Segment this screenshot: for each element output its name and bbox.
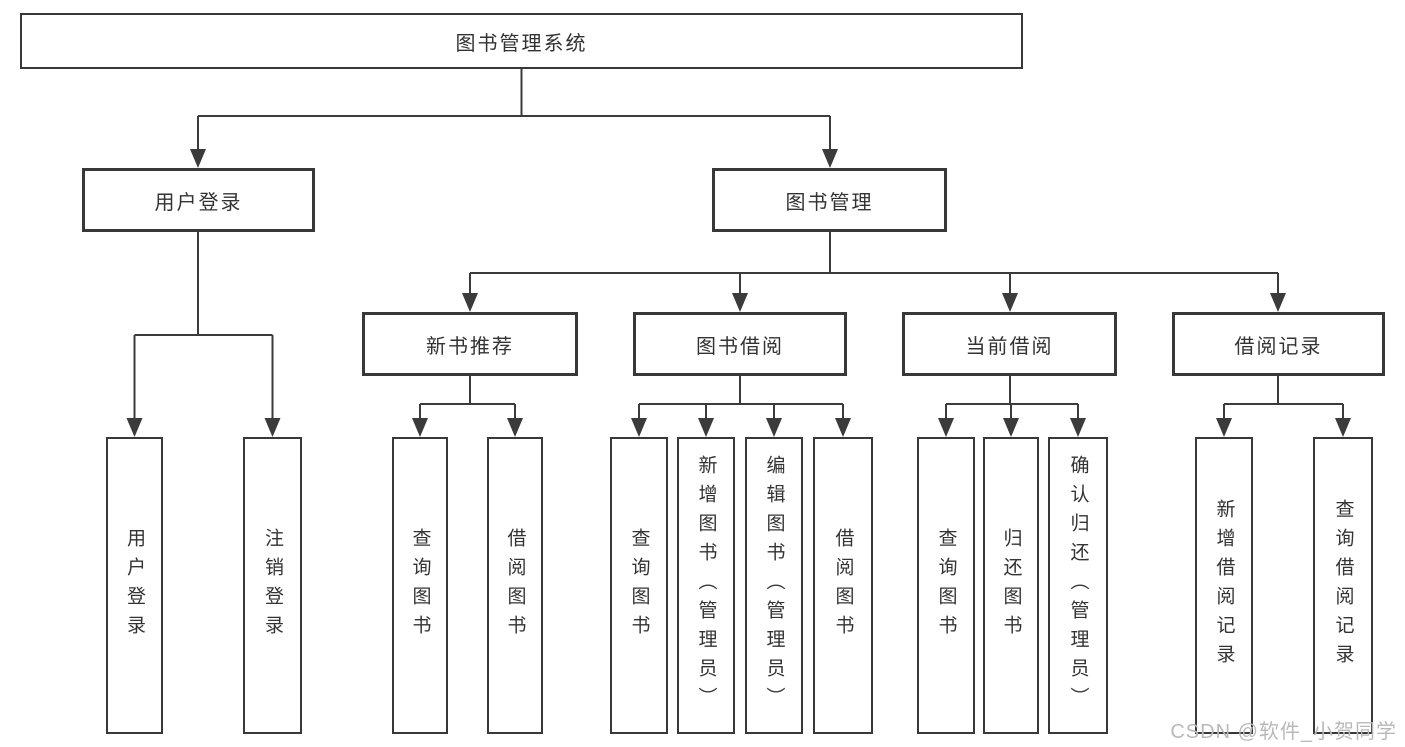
node-label: 图书借阅 — [696, 335, 784, 358]
node-label: 新增图书（管理员） — [695, 455, 717, 716]
node-label: 图书管理系统 — [455, 32, 588, 55]
leaf-query-borrow-record: 查询借阅记录 — [1313, 437, 1373, 734]
leaf-add-borrow-record: 新增借阅记录 — [1195, 437, 1253, 734]
node-new-book-recommendation: 新书推荐 — [362, 312, 578, 376]
leaf-user-login: 用户登录 — [106, 437, 163, 734]
leaf-add-book-admin: 新增图书（管理员） — [677, 437, 735, 734]
node-label: 借阅图书 — [504, 527, 526, 644]
leaf-confirm-return-admin: 确认归还（管理员） — [1048, 437, 1108, 734]
leaf-query-books-borrow: 查询图书 — [610, 437, 668, 734]
node-label: 查询图书 — [409, 527, 431, 644]
node-current-borrowing: 当前借阅 — [902, 312, 1117, 376]
node-label: 当前借阅 — [965, 335, 1054, 358]
leaf-logout: 注销登录 — [243, 437, 302, 734]
watermark: CSDN @软件_小贺同学 — [1170, 721, 1397, 743]
node-label: 借阅记录 — [1234, 335, 1323, 358]
node-label: 查询借阅记录 — [1332, 498, 1354, 673]
leaf-return-book: 归还图书 — [983, 437, 1039, 734]
leaf-query-books-recommend: 查询图书 — [392, 437, 448, 734]
node-label: 查询图书 — [628, 527, 650, 644]
node-label: 用户登录 — [124, 527, 145, 644]
leaf-borrow-books-recommend: 借阅图书 — [487, 437, 543, 734]
node-label: 图书管理 — [785, 191, 874, 214]
tree-edges — [133, 69, 1344, 419]
node-label: 用户登录 — [154, 191, 243, 214]
node-label: 注销登录 — [262, 527, 283, 644]
arrowheads — [126, 149, 1351, 437]
node-label: 编辑图书（管理员） — [763, 455, 785, 716]
node-book-borrowing: 图书借阅 — [633, 312, 847, 376]
leaf-edit-book-admin: 编辑图书（管理员） — [745, 437, 803, 734]
leaf-borrow-book: 借阅图书 — [813, 437, 873, 734]
node-label: 新书推荐 — [426, 335, 514, 358]
node-label: 借阅图书 — [832, 527, 854, 644]
node-user-login: 用户登录 — [82, 168, 315, 232]
node-library-management-system: 图书管理系统 — [20, 13, 1023, 69]
leaf-query-books-current: 查询图书 — [917, 437, 975, 734]
node-book-management: 图书管理 — [712, 168, 947, 232]
node-label: 查询图书 — [935, 527, 957, 644]
node-label: 新增借阅记录 — [1213, 498, 1235, 673]
node-label: 确认归还（管理员） — [1067, 455, 1089, 716]
node-borrowing-records: 借阅记录 — [1172, 312, 1385, 376]
node-label: 归还图书 — [1000, 527, 1022, 644]
